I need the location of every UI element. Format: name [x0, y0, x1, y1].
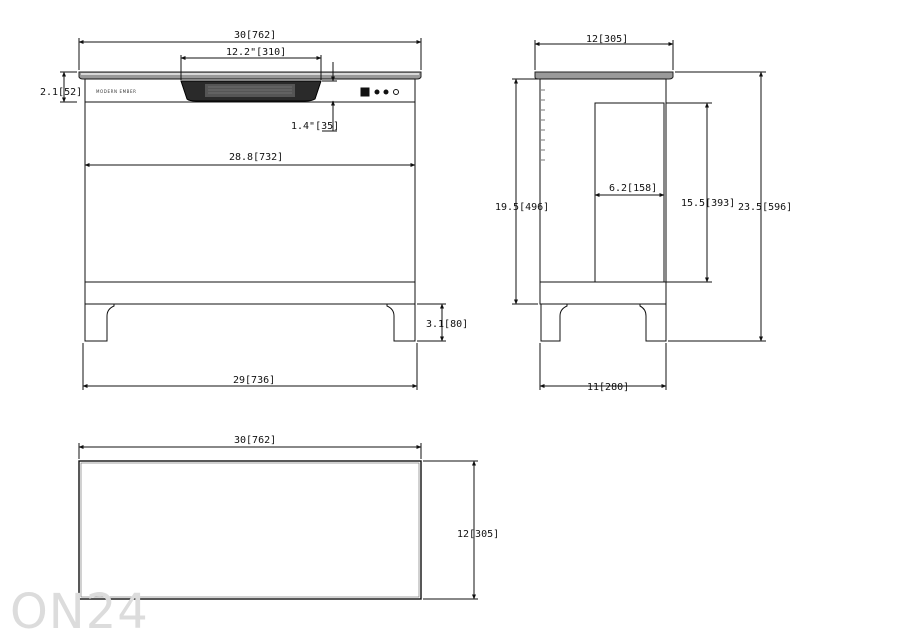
front-heater-grill: [205, 84, 295, 97]
front-body: [84, 101, 416, 283]
top-width-label: 30[762]: [234, 435, 276, 446]
top-depth-label: 12[305]: [457, 529, 499, 540]
front-leg-height-label: 3.1[80]: [426, 319, 468, 330]
front-vent-width-label: 12.2"[310]: [226, 47, 286, 58]
top-view: [78, 443, 478, 600]
front-view: MODERN EMBER: [60, 38, 446, 390]
side-base-depth-label: 11[280]: [587, 382, 629, 393]
top-view-outline: [78, 460, 422, 600]
side-left-leg: [540, 304, 568, 342]
front-top-slab-highlight: [81, 73, 419, 75]
control-knob-icon: [393, 89, 399, 95]
front-left-leg: [84, 304, 115, 342]
front-inner-width-label: 28.8[732]: [229, 152, 283, 163]
side-top-slab: [534, 71, 674, 80]
control-dot-icon: [383, 89, 389, 95]
side-overall-height-label: 23.5[596]: [738, 202, 792, 213]
watermark-logo: ON24: [10, 584, 149, 640]
front-right-leg: [386, 304, 416, 342]
front-brand-text: MODERN EMBER: [96, 89, 136, 94]
side-right-leg: [639, 304, 667, 342]
front-base-rail: [84, 281, 416, 305]
front-overall-width-label: 30[762]: [234, 30, 276, 41]
side-base-rail: [539, 281, 667, 305]
side-window-height-label: 15.5[393]: [681, 198, 735, 209]
side-window-width-label: 6.2[158]: [609, 183, 657, 194]
control-dot-icon: [374, 89, 380, 95]
side-top-depth-label: 12[305]: [586, 34, 628, 45]
top-view-inner-outline: [80, 462, 420, 598]
front-vent-drop-label: 1.4"[35]: [291, 121, 339, 132]
side-view: [512, 40, 766, 390]
power-button-icon: [360, 87, 370, 97]
front-base-width-label: 29[736]: [233, 375, 275, 386]
side-body-height-label: 19.5[496]: [495, 202, 549, 213]
front-top-thickness-label: 2.1[52]: [40, 87, 82, 98]
side-body: [539, 78, 667, 283]
